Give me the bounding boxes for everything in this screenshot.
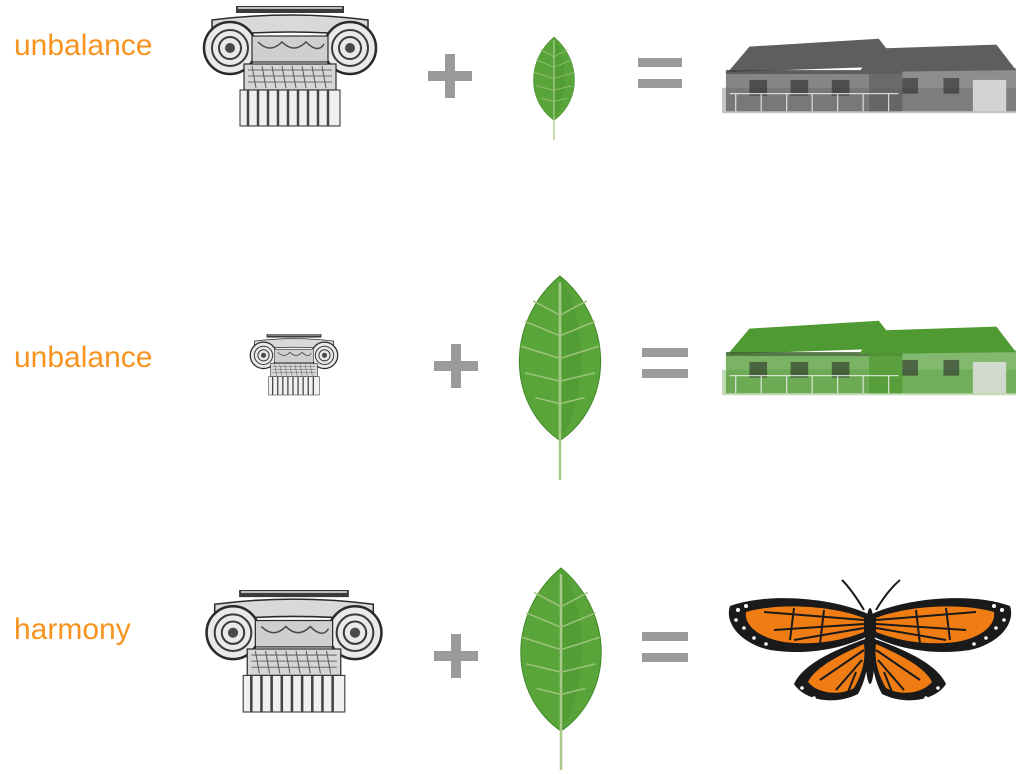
leaf-icon [508,566,614,770]
ionic-column-icon [202,590,386,712]
row-1-label: unbalance [14,28,152,64]
row-2-label: unbalance [14,340,152,376]
equals-sign [638,58,682,88]
gray-house-icon [722,36,1016,116]
leaf-icon [527,36,581,140]
plus-sign [428,54,472,98]
leaf-icon [506,274,614,480]
plus-sign [434,634,478,678]
ionic-column-icon [248,334,340,395]
equals-sign [642,632,688,662]
equals-sign [642,348,688,378]
monarch-butterfly-icon [724,576,1016,710]
ionic-column-icon [200,6,380,126]
plus-sign [434,344,478,388]
row-3-label: harmony [14,612,131,648]
green-house-icon [722,318,1016,398]
